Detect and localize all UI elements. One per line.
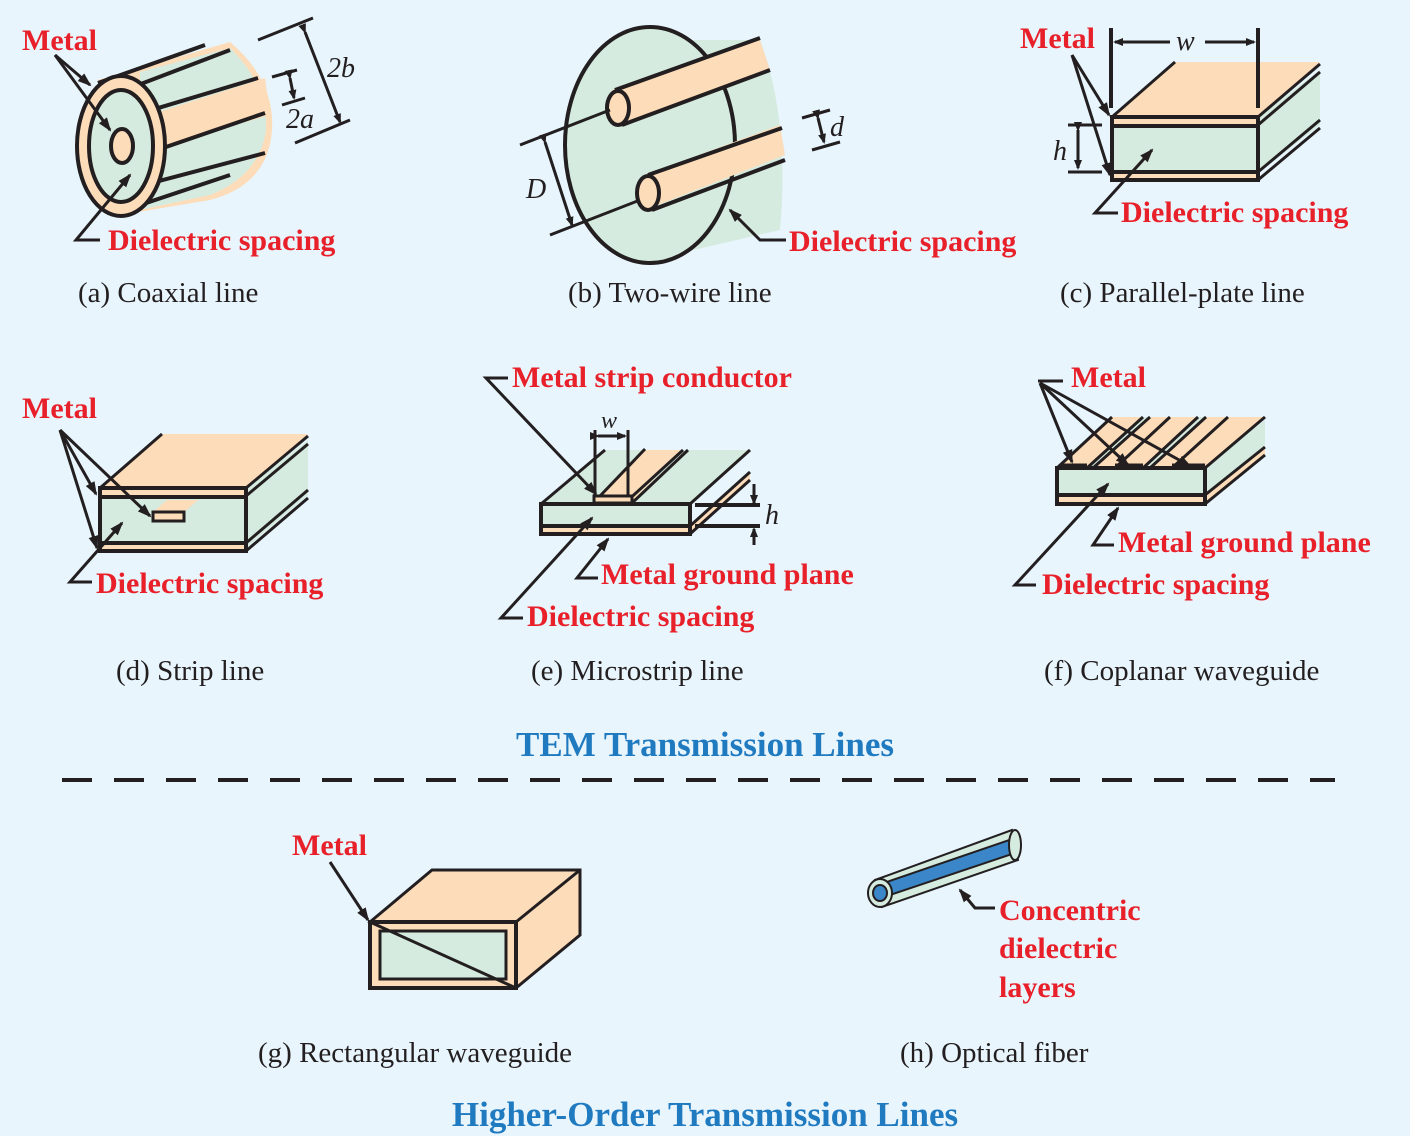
two-wire-line-figure: D d Dielectric spacing [519,25,1016,265]
label-metal-f: Metal [1071,361,1146,394]
microstrip-line-figure: Metal strip conductor w h Metal ground p… [482,361,854,633]
label-metal-d: Metal [22,392,97,425]
label-ground-plane-e: Metal ground plane [601,558,854,591]
coplanar-waveguide-figure: Metal Metal ground plane Dielectric spac… [1011,361,1371,601]
label-dielectric-a: Dielectric spacing [108,224,335,257]
label-metal-c: Metal [1020,22,1095,55]
caption-strip-line: (d) Strip line [116,655,264,687]
caption-coaxial: (a) Coaxial line [78,277,258,309]
caption-microstrip: (e) Microstrip line [531,655,744,687]
dim-h-e: h [765,500,779,531]
label-ground-plane-f: Metal ground plane [1118,526,1371,559]
label-dielectric-h: dielectric [999,932,1117,965]
caption-parallel-plate: (c) Parallel-plate line [1060,277,1305,309]
label-concentric: Concentric [999,894,1141,927]
caption-coplanar: (f) Coplanar waveguide [1044,655,1319,687]
higher-order-section-title: Higher-Order Transmission Lines [452,1095,958,1134]
optical-fiber-figure: Concentric dielectric layers [867,828,1141,1004]
tem-section-title: TEM Transmission Lines [516,725,894,764]
label-dielectric-e: Dielectric spacing [527,600,754,633]
label-layers: layers [999,971,1076,1004]
label-dielectric-c: Dielectric spacing [1121,196,1348,229]
caption-optical-fiber: (h) Optical fiber [900,1037,1089,1069]
dim-w-e: w [601,408,617,434]
parallel-plate-line-figure: Metal w h Dielectric spacing [1020,22,1348,229]
dim-2a: 2a [286,104,314,135]
label-strip-conductor: Metal strip conductor [512,361,792,394]
dim-D: D [525,174,546,205]
caption-two-wire: (b) Two-wire line [568,277,772,309]
rectangular-waveguide-figure: Metal [292,829,582,990]
coaxial-line-figure: Metal Dielectric spacing 2b 2a [22,16,355,257]
label-dielectric-f: Dielectric spacing [1042,568,1269,601]
dim-2b: 2b [327,53,355,84]
dim-w-c: w [1176,26,1195,57]
caption-rect-waveguide: (g) Rectangular waveguide [258,1037,572,1069]
label-metal-g: Metal [292,829,367,862]
label-dielectric-b: Dielectric spacing [789,225,1016,258]
label-dielectric-d: Dielectric spacing [96,567,323,600]
dim-d: d [830,112,845,143]
strip-line-figure: Metal Dielectric spacing [22,392,323,600]
dim-h-c: h [1053,136,1067,167]
label-metal-a: Metal [22,24,97,57]
